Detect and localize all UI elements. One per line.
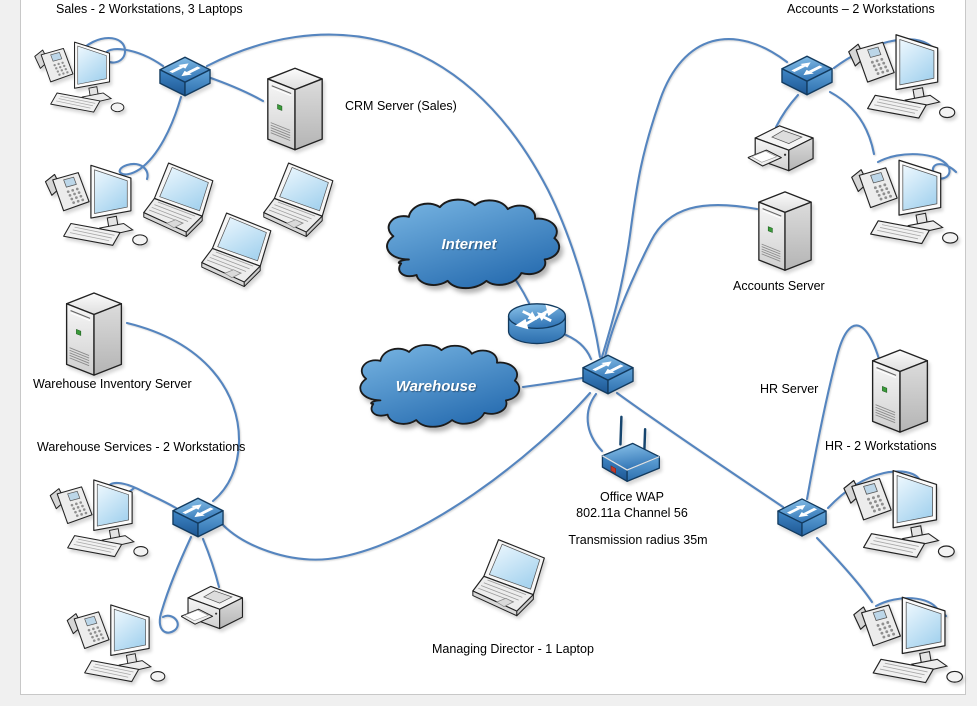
managing-director-laptop[interactable] [471, 534, 559, 626]
sales-switch[interactable] [159, 56, 211, 97]
server-icon [262, 66, 328, 154]
office-wap[interactable] [596, 414, 662, 488]
sales-group-label: Sales - 2 Workstations, 3 Laptops [56, 2, 243, 16]
hr-server-label: HR Server [760, 382, 819, 396]
central-switch[interactable] [582, 354, 634, 395]
hr-group-label: HR - 2 Workstations [825, 439, 937, 453]
workstation-icon [848, 588, 976, 688]
accounts-group-label: Accounts – 2 Workstations [787, 2, 935, 16]
warehouse-workstation-2[interactable] [62, 592, 177, 691]
accounts-server[interactable] [752, 190, 818, 274]
workstation-icon [45, 468, 160, 565]
warehouse-workstation-1[interactable] [45, 468, 160, 565]
workstation-icon [846, 150, 971, 250]
hr-workstation-2[interactable] [848, 588, 976, 688]
printer-icon [181, 582, 253, 640]
warehouse-printer[interactable] [181, 582, 253, 640]
wap-label: Office WAP 802.11a Channel 56 [576, 489, 688, 521]
hr-switch[interactable] [777, 497, 827, 538]
warehouse-switch[interactable] [172, 497, 224, 538]
managing-director-label: Managing Director - 1 Laptop [432, 642, 594, 656]
warehouse-services-label: Warehouse Services - 2 Workstations [37, 440, 246, 454]
warehouse-cloud-label: Warehouse [395, 377, 477, 395]
laptop-icon [471, 534, 559, 626]
sales-workstation-1[interactable] [30, 28, 135, 123]
switch-icon [172, 497, 224, 538]
warehouse-inventory-server[interactable] [60, 291, 128, 379]
wireless-access-point-icon [596, 414, 662, 488]
workstation-icon [838, 462, 968, 562]
wap-radius-label: Transmission radius 35m [568, 533, 708, 547]
internet-cloud[interactable]: Internet [372, 197, 566, 291]
printer-icon [746, 124, 826, 180]
laptop-icon [262, 158, 347, 246]
warehouse-inventory-server-label: Warehouse Inventory Server [33, 377, 192, 391]
workstation-icon [843, 26, 968, 123]
sales-laptop-3[interactable] [262, 158, 347, 246]
hr-server[interactable] [866, 348, 934, 436]
wap-label-line1: Office WAP [600, 490, 664, 504]
wap-label-line2: 802.11a Channel 56 [576, 506, 688, 520]
switch-icon [777, 497, 827, 538]
crm-server[interactable] [262, 66, 328, 154]
accounts-switch[interactable] [781, 55, 833, 96]
workstation-icon [62, 592, 177, 691]
crm-server-label: CRM Server (Sales) [345, 99, 457, 113]
accounts-workstation-1[interactable] [843, 26, 968, 123]
internet-cloud-label: Internet [441, 235, 497, 253]
server-icon [752, 190, 818, 274]
workstation-icon [30, 28, 135, 123]
accounts-workstation-2[interactable] [846, 150, 971, 250]
warehouse-cloud[interactable]: Warehouse [346, 343, 526, 429]
server-icon [60, 291, 128, 379]
hr-workstation-1[interactable] [838, 462, 968, 562]
accounts-server-label: Accounts Server [733, 279, 825, 293]
switch-icon [582, 354, 634, 395]
switch-icon [781, 55, 833, 96]
accounts-printer[interactable] [746, 124, 826, 180]
server-icon [866, 348, 934, 436]
switch-icon [159, 56, 211, 97]
